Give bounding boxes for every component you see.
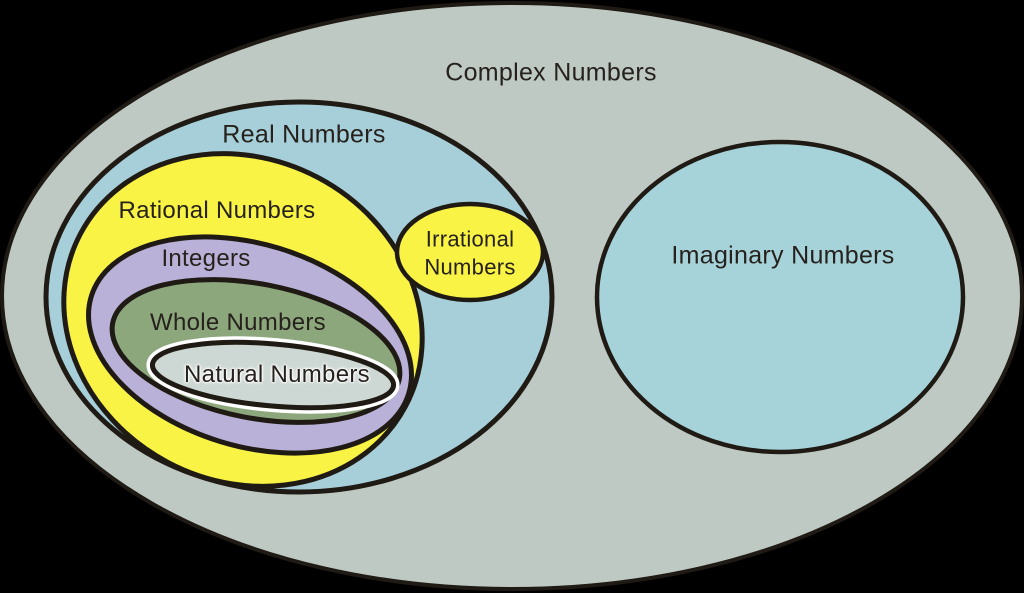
irrational-label: Irrational Numbers [424,226,516,280]
irrational-set-ellipse [394,201,546,303]
real-label: Real Numbers [222,120,386,149]
natural-set-ellipse [149,339,397,411]
whole-label: Whole Numbers [150,309,326,336]
complex-label: Complex Numbers [445,58,657,87]
imaginary-set-ellipse [594,139,966,455]
integers-label: Integers [161,245,251,272]
natural-label: Natural Numbers [184,361,370,388]
imaginary-label: Imaginary Numbers [671,241,895,270]
rational-label: Rational Numbers [118,197,316,224]
